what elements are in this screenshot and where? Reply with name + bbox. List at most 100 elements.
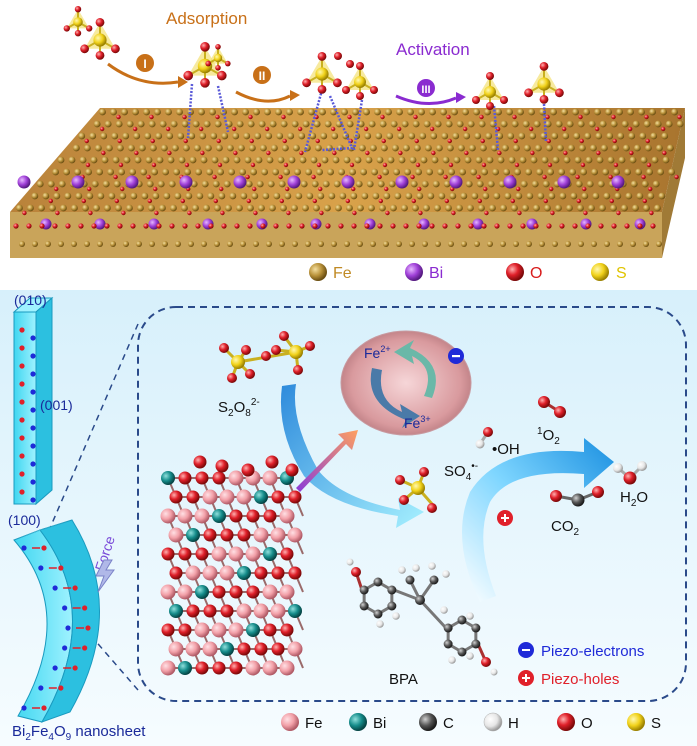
- slab-fe-atom: [578, 241, 584, 247]
- slab-fe-atom: [512, 144, 520, 152]
- slab-o-atom: [483, 186, 488, 192]
- slab-fe-atom: [438, 192, 446, 200]
- slab-fe-atom: [602, 168, 610, 176]
- slab-fe-atom: [126, 204, 133, 212]
- slab-fe-atom: [533, 120, 541, 128]
- nanosheet-straight: [12, 296, 54, 506]
- slab-fe-atom: [418, 108, 425, 116]
- slab-fe-atom: [314, 144, 322, 152]
- slab-fe-atom: [569, 168, 577, 176]
- slab-fe-atom: [318, 241, 324, 247]
- slab-o-atom: [281, 114, 286, 120]
- sulfur-atom: [484, 86, 496, 98]
- slab-fe-atom: [429, 108, 436, 116]
- fe-cycle-arrow-right: [394, 340, 436, 398]
- slab-o-atom: [429, 126, 435, 132]
- slab-o-atom: [217, 162, 223, 168]
- slab-fe-atom: [269, 204, 276, 212]
- carbon-atom: [471, 639, 481, 649]
- slab-fe-atom: [291, 120, 299, 128]
- sulfur-atom: [315, 67, 329, 81]
- slab-fe-atom: [621, 120, 629, 128]
- sulfur-atom: [354, 76, 366, 88]
- oxygen-atom: [554, 406, 566, 418]
- slab-fe-atom: [214, 204, 221, 212]
- slab-o-atom: [384, 186, 389, 192]
- bpa-label: BPA: [389, 671, 418, 688]
- slab-fe-atom: [539, 241, 545, 247]
- slab-o-atom: [650, 223, 656, 229]
- slab-o-atom: [88, 210, 93, 216]
- slab-fe-atom: [513, 241, 519, 247]
- slab-fe-atom: [391, 144, 399, 152]
- slab-fe-atom: [539, 108, 546, 116]
- adsorption-label: Adsorption: [166, 9, 247, 28]
- slab-o-atom: [216, 138, 221, 144]
- slab-fe-atom: [247, 204, 254, 212]
- slab-o-atom: [494, 223, 500, 229]
- slab-fe-atom: [565, 241, 571, 247]
- slab-fe-atom: [94, 144, 102, 152]
- carbon-atom: [359, 585, 369, 595]
- cluster-o-atom: [280, 547, 294, 561]
- slab-fe-atom: [192, 204, 199, 212]
- carbon-atom: [429, 575, 439, 585]
- slab-o-atom: [547, 162, 553, 168]
- hole-charge: [19, 471, 25, 477]
- zoom-callout-frame: [137, 306, 687, 702]
- slab-fe-atom: [504, 192, 512, 200]
- slab-fe-atom: [548, 192, 556, 200]
- slab-fe-atom: [332, 156, 340, 164]
- slab-o-atom: [278, 174, 283, 180]
- slab-fe-atom: [185, 192, 193, 200]
- slab-fe-atom: [360, 168, 368, 176]
- oxygen-atom: [395, 475, 405, 485]
- slab-fe-atom: [237, 144, 245, 152]
- slab-o-atom: [183, 138, 188, 144]
- slab-fe-atom: [410, 180, 418, 188]
- slab-fe-atom: [291, 204, 298, 212]
- slab-fe-atom: [610, 120, 618, 128]
- slab-fe-atom: [500, 204, 507, 212]
- cluster-o-atom: [169, 566, 183, 580]
- carbon-atom: [443, 639, 453, 649]
- slab-fe-atom: [445, 204, 452, 212]
- slab-fe-atom: [366, 180, 374, 188]
- slab-fe-atom: [112, 156, 120, 164]
- slab-fe-atom: [463, 132, 471, 140]
- slab-fe-atom: [375, 132, 383, 140]
- slab-o-atom: [451, 210, 456, 216]
- slab-o-atom: [520, 223, 526, 229]
- slab-o-atom: [596, 150, 601, 156]
- slab-fe-atom: [427, 192, 435, 200]
- slab-fe-atom: [166, 132, 174, 140]
- cluster-bi-atom: [178, 661, 192, 675]
- cluster-bi-atom: [246, 623, 260, 637]
- slab-o-atom: [352, 210, 357, 216]
- slab-o-atom: [264, 126, 270, 132]
- slab-fe-atom: [85, 168, 93, 176]
- slab-o-atom: [629, 150, 634, 156]
- slab-fe-atom: [111, 132, 119, 140]
- slab-fe-atom: [529, 132, 537, 140]
- slab-fe-atom: [440, 108, 447, 116]
- slab-fe-atom: [149, 241, 155, 247]
- carbon-atom: [457, 615, 467, 625]
- slab-fe-atom: [168, 180, 176, 188]
- slab-fe-atom: [280, 120, 288, 128]
- slab-fe-atom: [196, 192, 204, 200]
- slab-fe-atom: [461, 241, 467, 247]
- slab-fe-atom: [514, 168, 522, 176]
- cluster-fe-atom: [194, 508, 210, 524]
- slab-fe-atom: [435, 241, 441, 247]
- slab-fe-atom: [319, 108, 326, 116]
- slab-o-atom: [311, 174, 316, 180]
- slab-fe-atom: [129, 168, 137, 176]
- slab-fe-atom: [115, 204, 122, 212]
- slab-fe-atom: [479, 144, 487, 152]
- slab-fe-atom: [374, 108, 381, 116]
- slab-fe-atom: [558, 168, 566, 176]
- slab-fe-atom: [313, 204, 320, 212]
- slab-o-atom: [364, 223, 370, 229]
- slab-fe-atom: [232, 132, 240, 140]
